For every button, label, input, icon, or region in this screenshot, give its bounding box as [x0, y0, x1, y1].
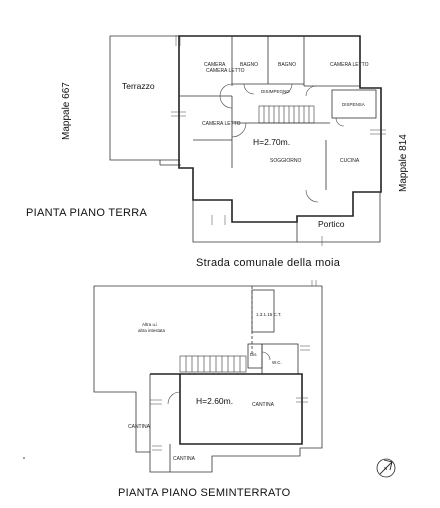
- compass-label: N: [384, 466, 387, 471]
- basement-title: PIANTA PIANO SEMINTERRATO: [118, 487, 291, 499]
- label-bagno-1: BAGNO: [240, 62, 258, 68]
- label-ct: 1.3.1.15 C.T.: [256, 312, 282, 317]
- label-height-ground: H=2.70m.: [253, 137, 290, 147]
- door-bedroom1: [219, 83, 233, 97]
- window-marks: [171, 35, 386, 246]
- dispensa-outline: [331, 89, 377, 119]
- label-disimpegno: DISIMPEGNO: [261, 89, 290, 94]
- label-camera-letto-2: CAMERA LETTO: [330, 62, 369, 68]
- door-bedroom3: [219, 95, 233, 109]
- door-cantina-main: [167, 391, 181, 405]
- door-bedroom2: [305, 85, 317, 97]
- ct-room: [251, 289, 275, 333]
- label-terrazzo: Terrazzo: [122, 81, 155, 91]
- label-bagno-2: BAGNO: [278, 62, 296, 68]
- basement-stair: [179, 355, 247, 373]
- door-wc: [261, 351, 271, 361]
- label-altra-intestata: altra intestata: [138, 328, 166, 333]
- basement-window-marks: [150, 280, 317, 451]
- ground-floor-title: PIANTA PIANO TERRA: [26, 207, 147, 219]
- label-altra-ui: Altra u.i: [142, 322, 157, 327]
- stair-treads: [263, 106, 310, 123]
- label-soggiorno: SOGGIORNO: [270, 158, 302, 164]
- mappale-right: Mappale 814: [398, 134, 409, 192]
- label-wc: W.C.: [272, 360, 282, 365]
- label-camera-letto-1a: CAMERA: [204, 62, 226, 68]
- label-cantina-small: CANTINA: [173, 456, 196, 462]
- label-camera-letto-1: CAMERA LETTO: [206, 68, 245, 74]
- door-bagno2: [281, 83, 293, 95]
- ground-floor-plan: CAMERA CAMERA LETTO BAGNO BAGNO CAMERA L…: [26, 35, 409, 269]
- door-entrance: [305, 189, 319, 203]
- label-height-basement: H=2.60m.: [196, 396, 233, 406]
- label-dis: Dis: [250, 352, 257, 357]
- label-portico: Portico: [318, 219, 345, 229]
- door-soggiorno: [231, 122, 247, 138]
- stair: [258, 105, 315, 124]
- north-compass-icon: N: [376, 458, 396, 478]
- terrace-outline: [109, 35, 180, 161]
- door-dispensa: [335, 117, 345, 127]
- portico-outline: [192, 192, 381, 243]
- label-cantina-main: CANTINA: [252, 402, 275, 408]
- label-dispensa: DISPENSA: [342, 102, 365, 107]
- door-bagno1: [243, 83, 255, 95]
- mappale-left: Mappale 667: [61, 82, 72, 140]
- basement-plan: Altra u.i altra intestata 1.3.1.15 C.T. …: [93, 280, 323, 499]
- basement-stair-treads: [185, 356, 241, 372]
- label-cantina-left: CANTINA: [128, 424, 151, 430]
- basement-outline-large: [93, 285, 323, 473]
- road-label: Strada comunale della moia: [196, 257, 341, 269]
- cantina-main-outline: [179, 373, 303, 445]
- label-camera-letto-3: CAMERA LETTO: [202, 121, 241, 127]
- house-outline: [178, 35, 382, 223]
- dot-mark: [23, 457, 25, 459]
- wc-room: [261, 343, 299, 375]
- label-cucina: CUCINA: [340, 158, 360, 164]
